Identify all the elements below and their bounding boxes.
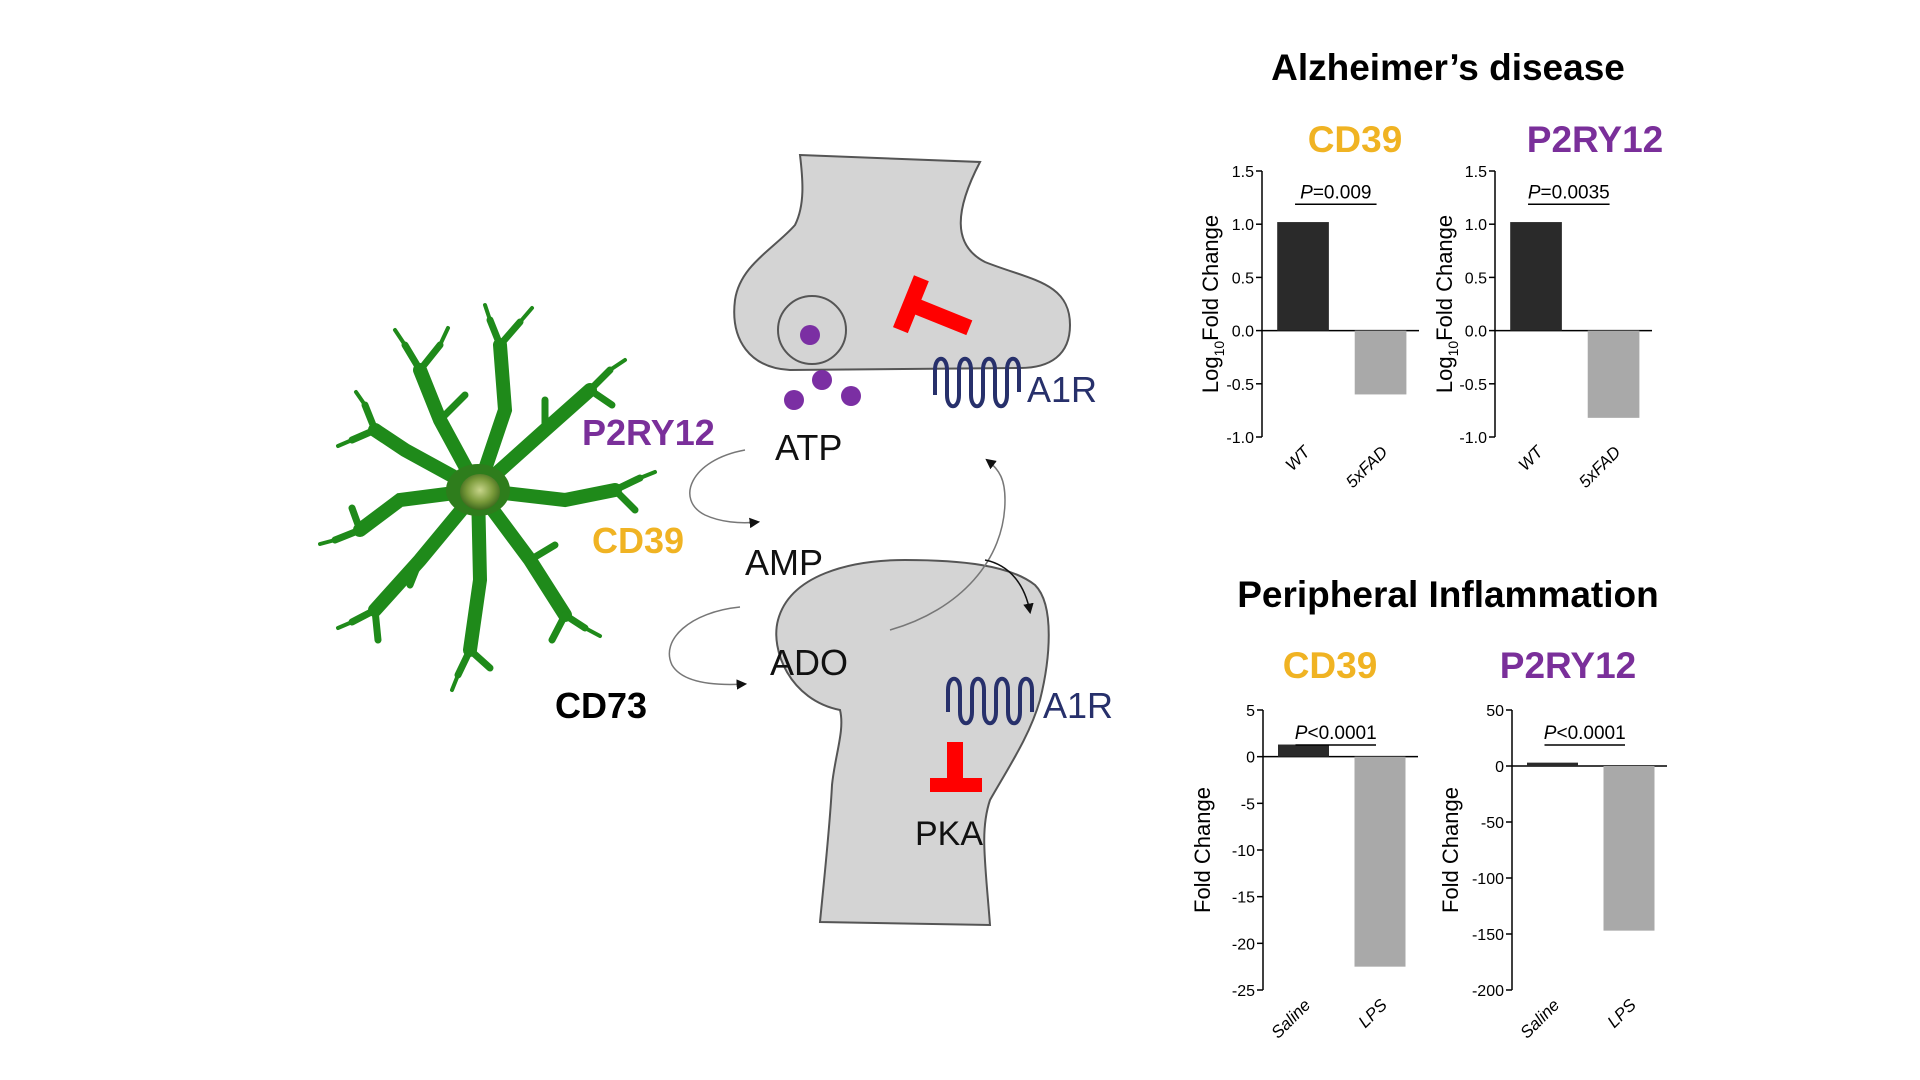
y-tick-label: 0.5 — [1232, 270, 1254, 287]
bar-saline — [1278, 744, 1329, 757]
amp-label: AMP — [745, 542, 823, 583]
microglia-nucleus — [460, 474, 500, 510]
x-category-label: WT — [1515, 441, 1548, 474]
pvalue-label: P=0.0035 — [1528, 182, 1610, 203]
bar-5xfad — [1587, 330, 1640, 418]
x-category-label: WT — [1282, 441, 1315, 474]
section-title-alzheimers: Alzheimer’s disease — [1271, 47, 1625, 88]
ado-label: ADO — [770, 642, 848, 683]
y-tick-label: 1.0 — [1465, 217, 1487, 234]
p2ry12-label: P2RY12 — [582, 412, 715, 453]
y-tick-label: -50 — [1481, 815, 1504, 832]
pka-label: PKA — [915, 815, 983, 853]
y-tick-label: 1.5 — [1465, 164, 1487, 181]
x-category-label: Saline — [1516, 995, 1563, 1042]
pvalue-label: P=0.009 — [1300, 182, 1371, 203]
y-tick-label: -5 — [1241, 796, 1255, 813]
a1r-label-top: A1R — [1027, 369, 1097, 410]
atp-label: ATP — [775, 427, 842, 468]
bar-5xfad — [1354, 330, 1407, 395]
y-tick-label: -100 — [1472, 871, 1504, 888]
chart-title: P2RY12 — [1527, 119, 1663, 160]
inhibit-symbol-presynaptic — [893, 275, 973, 336]
y-axis-title: Fold Change — [1438, 787, 1463, 913]
y-tick-label: -25 — [1232, 983, 1255, 1000]
y-axis-title: Log10Fold Change — [1198, 215, 1227, 393]
y-tick-label: -15 — [1232, 890, 1255, 907]
chart-title: CD39 — [1283, 645, 1378, 686]
arrow-amp-to-ado — [668, 606, 748, 690]
y-tick-label: 1.5 — [1232, 164, 1254, 181]
y-tick-label: -0.5 — [1459, 377, 1487, 394]
y-tick-label: -0.5 — [1226, 377, 1254, 394]
y-axis-title: Fold Change — [1190, 787, 1215, 913]
bar-lps — [1354, 756, 1406, 967]
y-tick-label: 0.0 — [1232, 324, 1254, 341]
bar-wt — [1510, 222, 1562, 331]
bar-lps — [1603, 766, 1655, 931]
y-tick-label: -200 — [1472, 983, 1504, 1000]
y-tick-label: -150 — [1472, 927, 1504, 944]
y-tick-label: 1.0 — [1232, 217, 1254, 234]
y-tick-label: 0.0 — [1465, 324, 1487, 341]
synaptic-vesicle-membrane — [777, 295, 847, 365]
cd39-label: CD39 — [592, 520, 684, 561]
y-tick-label: -20 — [1232, 936, 1255, 953]
y-axis-title: Log10Fold Change — [1432, 215, 1461, 393]
bar-saline — [1527, 762, 1578, 766]
vesicle-atp — [800, 325, 820, 345]
y-tick-label: 0 — [1495, 759, 1504, 776]
x-category-label: LPS — [1355, 995, 1392, 1032]
a1r-receptor-top — [933, 356, 1021, 409]
y-tick-label: 5 — [1246, 703, 1255, 720]
x-category-label: 5xFAD — [1342, 442, 1391, 491]
presynaptic-terminal — [733, 153, 1072, 372]
chart-ad-cd39: CD39 1.5 1.0 0.5 0.0 -0.5 -1.0WT 5xFAD P=0.009Lo… — [1198, 119, 1419, 492]
y-tick-label: 50 — [1486, 703, 1504, 720]
bar-wt — [1277, 222, 1329, 331]
pvalue-label: P<0.0001 — [1544, 723, 1626, 744]
y-tick-label: 0.5 — [1465, 270, 1487, 287]
y-tick-label: -1.0 — [1459, 430, 1487, 447]
pvalue-label: P<0.0001 — [1295, 723, 1377, 744]
synapse-diagram: A1R A1R PKA ATP AMP ADO P2RY12 CD39 CD73 — [318, 153, 1113, 927]
inhibit-symbol-postsynaptic — [930, 742, 982, 792]
arrow-ado-to-a1r-top — [889, 458, 1006, 631]
microglia-cell — [318, 303, 657, 692]
y-tick-label: -10 — [1232, 843, 1255, 860]
released-atp-3 — [841, 386, 861, 406]
arrow-atp-to-amp — [689, 449, 761, 529]
section-title-inflammation: Peripheral Inflammation — [1237, 574, 1659, 615]
released-atp-2 — [812, 370, 832, 390]
y-tick-label: -1.0 — [1226, 430, 1254, 447]
x-category-label: LPS — [1604, 995, 1641, 1032]
a1r-receptor-bottom — [946, 676, 1034, 726]
y-tick-label: 0 — [1246, 750, 1255, 767]
released-atp-1 — [784, 390, 804, 410]
postsynaptic-terminal — [775, 558, 1050, 927]
cd73-label: CD73 — [555, 685, 647, 726]
chart-title: CD39 — [1308, 119, 1403, 160]
a1r-label-bottom: A1R — [1043, 685, 1113, 726]
chart-title: P2RY12 — [1500, 645, 1636, 686]
chart-ad-p2ry12: P2RY12 1.5 1.0 0.5 0.0 -0.5 -1.0WT 5xFAD P=0.003… — [1432, 119, 1663, 492]
x-category-label: Saline — [1267, 995, 1314, 1042]
x-category-label: 5xFAD — [1575, 442, 1624, 491]
arrow-ado-to-a1r-bottom — [984, 559, 1034, 615]
